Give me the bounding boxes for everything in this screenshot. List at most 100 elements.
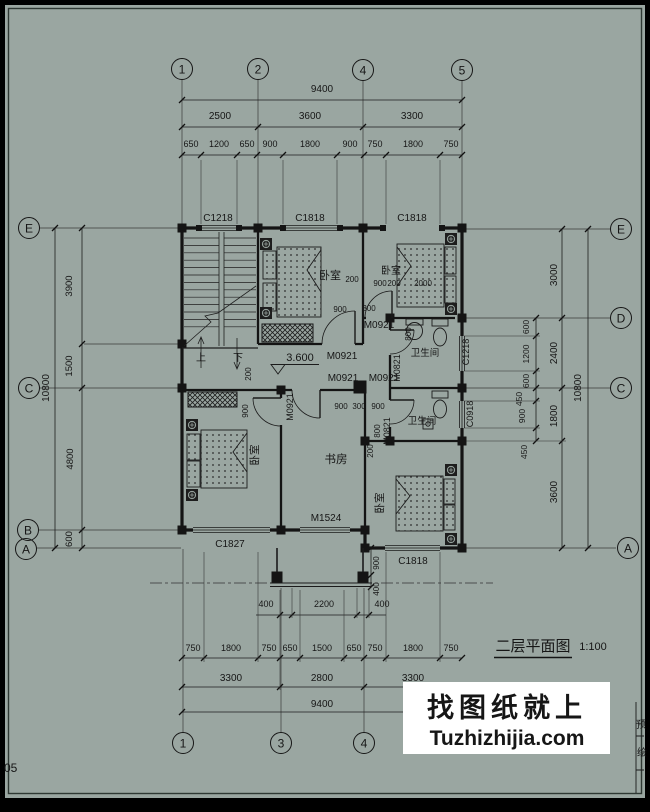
dim: 650 — [239, 139, 254, 149]
axis-bubble — [171, 58, 193, 80]
dim-small: 200 — [366, 444, 375, 458]
corner-block-circle — [446, 465, 456, 475]
column — [457, 223, 467, 233]
dim-small: 200 — [244, 367, 253, 381]
balcony-slab-edge — [270, 582, 372, 587]
dim-small: 900 — [334, 402, 348, 411]
dim: 750 — [367, 643, 382, 653]
dim: 3600 — [299, 111, 322, 122]
dim: 3600 — [549, 480, 560, 503]
stair-break-line — [183, 285, 257, 347]
dim: 650 — [346, 643, 361, 653]
watermark-line1: 找图纸就上 — [427, 692, 587, 723]
window-label: C1818 — [398, 556, 428, 567]
door-label: M0921 — [285, 393, 295, 421]
dim: 400 — [374, 599, 389, 609]
plan-title: 二层平面图 1:100 — [494, 638, 607, 659]
dim: 1200 — [521, 344, 531, 363]
dim: 650 — [282, 643, 297, 653]
axis-bubble — [610, 377, 632, 399]
level-marker — [270, 364, 319, 375]
dim-small: 800 — [404, 327, 413, 341]
dim: 3000 — [549, 263, 560, 286]
dim: 4800 — [65, 448, 76, 469]
axis-bubble — [270, 732, 292, 754]
column — [177, 525, 187, 535]
axis-label: E — [25, 222, 33, 236]
level-label: 3.600 — [286, 352, 314, 364]
dim: 450 — [514, 392, 524, 406]
dim: 600 — [64, 531, 75, 547]
column — [177, 339, 187, 349]
room-label: 卧室 — [319, 268, 341, 282]
radiator — [261, 323, 314, 343]
corner-block-circle — [187, 490, 197, 500]
dim: 1800 — [403, 643, 423, 653]
bed-bedroom-top-middle — [262, 246, 322, 318]
column — [357, 571, 369, 583]
floor-drain — [422, 418, 434, 430]
axis-bubble — [17, 519, 39, 541]
window-glazing-lines — [193, 225, 465, 551]
dim-small: 400 — [372, 582, 381, 596]
plan-scale-text: 1:100 — [579, 641, 607, 653]
axis-label: 1 — [180, 737, 187, 751]
dim-small: 800 — [373, 424, 382, 438]
door-label: M1524 — [311, 513, 342, 524]
column — [358, 223, 368, 233]
dim: 1800 — [549, 404, 560, 427]
axis-label: C — [617, 382, 626, 396]
toilet-upper — [431, 318, 449, 347]
watermark: 找图纸就上 Tuzhizhijia.com — [403, 682, 610, 754]
column — [337, 225, 343, 231]
column — [177, 223, 187, 233]
axis-bubble — [610, 307, 632, 329]
watermark-line2: Tuzhizhijia.com — [430, 727, 585, 750]
corner-block-cross — [263, 241, 269, 247]
dim: 9400 — [311, 699, 334, 710]
window-label: C1818 — [397, 213, 427, 224]
corner-block-cross — [448, 236, 454, 242]
corner-block-cross — [189, 492, 195, 498]
axis-bubble — [247, 58, 269, 80]
column — [253, 223, 263, 233]
column — [385, 313, 395, 323]
dim: 400 — [258, 599, 273, 609]
column — [457, 383, 467, 393]
room-label: 卧室 — [248, 445, 261, 466]
radiator — [187, 391, 238, 408]
dim: 2400 — [549, 341, 560, 364]
dim: 10800 — [41, 374, 52, 402]
axis-label: C — [25, 382, 34, 396]
axis-label: 1 — [179, 63, 186, 77]
dim-small: 900 — [372, 556, 381, 570]
column — [276, 385, 286, 395]
dim: 650 — [183, 139, 198, 149]
dim-small: 200 — [345, 275, 359, 284]
dim: 1500 — [64, 355, 75, 376]
corner-block-cross — [189, 422, 195, 428]
bed-bedroom-top-right — [396, 243, 457, 308]
sheet-inner-frame — [7, 7, 643, 795]
column — [360, 543, 370, 553]
axis-label: 5 — [459, 64, 466, 78]
corner-symbols — [186, 233, 457, 545]
column — [360, 436, 370, 446]
dim: 450 — [519, 445, 529, 459]
column — [385, 436, 395, 446]
stairs — [182, 232, 258, 371]
dim-small: 900 — [371, 402, 385, 411]
room-label: 卫生间 — [411, 347, 440, 359]
dim: 600 — [521, 320, 531, 334]
beds — [186, 243, 457, 532]
column — [457, 543, 467, 553]
stair-treads — [184, 237, 256, 328]
axis-label: A — [624, 542, 632, 556]
corner-block-circle — [446, 534, 456, 544]
dim: 1200 — [209, 139, 229, 149]
dim: 9400 — [311, 84, 334, 95]
axis-label: A — [22, 543, 30, 557]
